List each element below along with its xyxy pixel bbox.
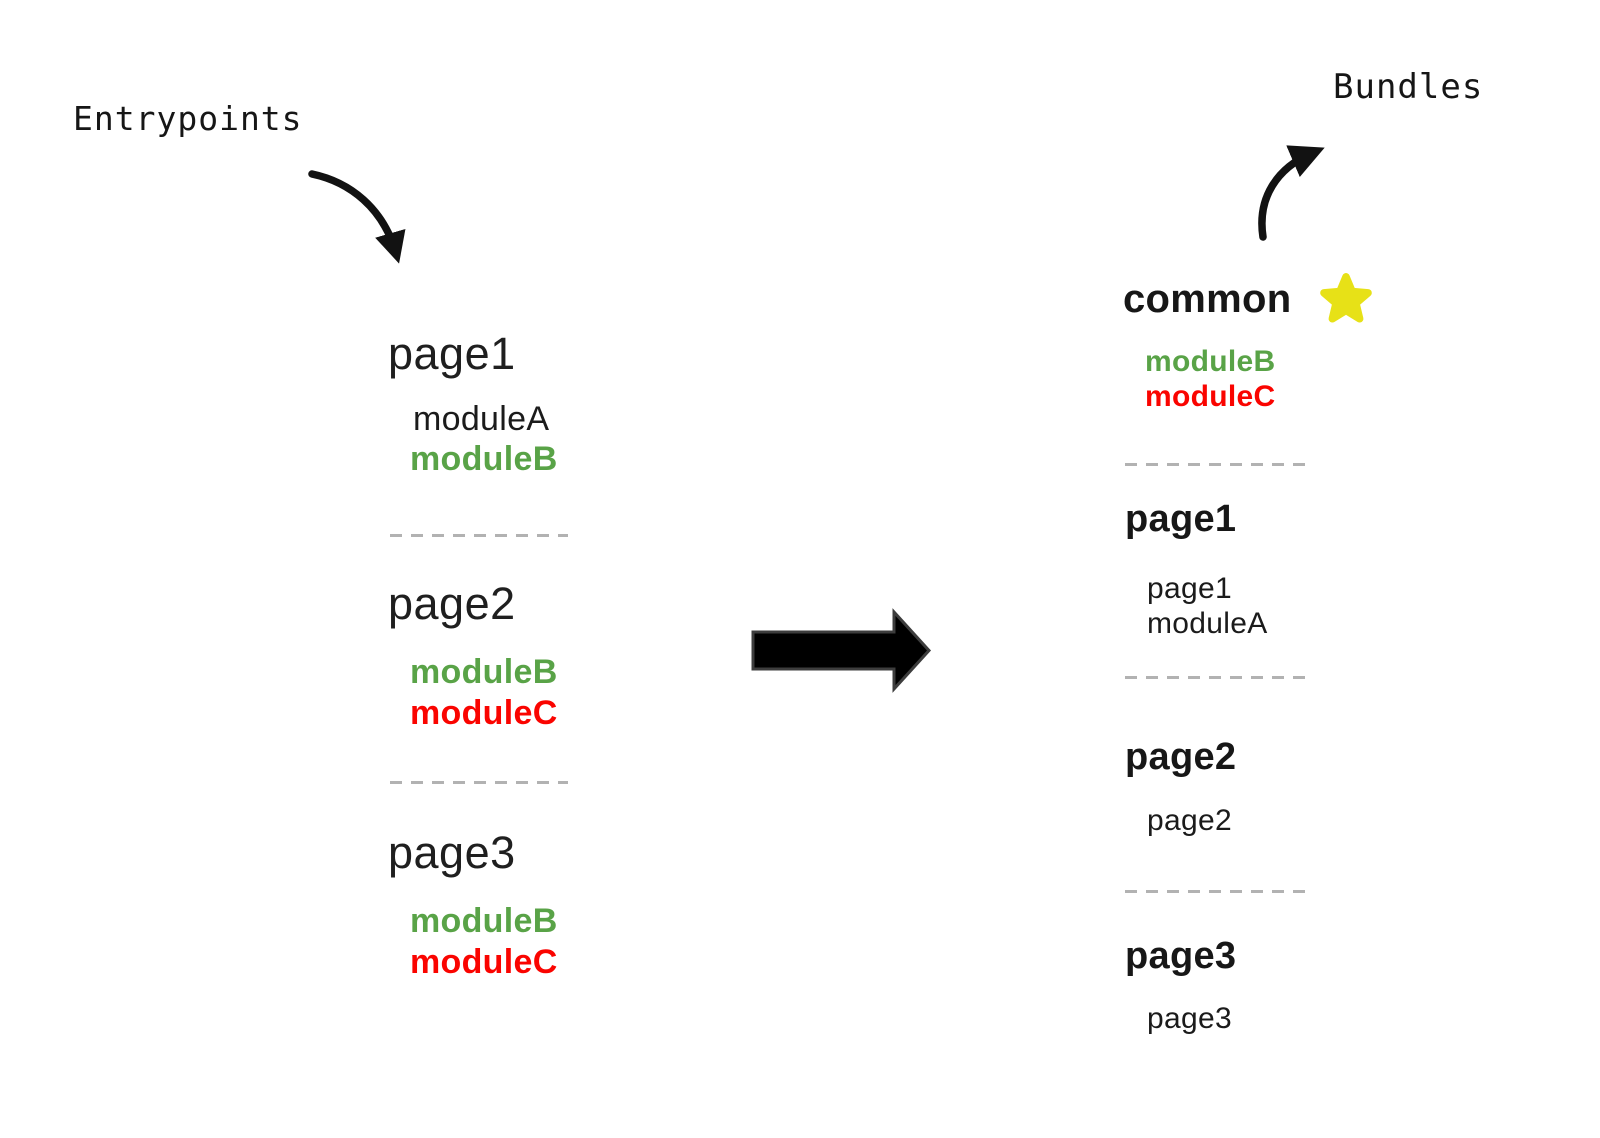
module-label: moduleA	[1147, 607, 1268, 640]
bundles-label: Bundles	[1333, 67, 1484, 107]
module-label: moduleC	[410, 943, 558, 981]
module-label: moduleC	[1145, 380, 1276, 413]
module-label: moduleB	[410, 902, 558, 940]
entrypoints-label: Entrypoints	[73, 99, 303, 138]
module-label: page3	[1147, 1002, 1232, 1035]
module-label: moduleC	[410, 694, 558, 732]
divider	[390, 534, 568, 537]
module-label: page1	[1147, 572, 1232, 605]
module-label: moduleB	[410, 653, 558, 691]
curved-arrow-down-icon	[308, 170, 406, 264]
right-block-arrow-icon	[751, 608, 932, 693]
divider	[1125, 676, 1309, 679]
curved-arrow-up-icon	[1258, 145, 1325, 241]
bundle-title-common: common	[1123, 277, 1292, 321]
module-label: page2	[1147, 804, 1232, 837]
divider	[390, 781, 568, 784]
module-label: moduleB	[1145, 345, 1276, 378]
entrypoint-title-page2: page2	[388, 578, 516, 629]
divider	[1125, 890, 1309, 893]
module-label: moduleA	[413, 400, 550, 438]
bundle-title-page3: page3	[1125, 935, 1237, 977]
bundle-title-page2: page2	[1125, 736, 1237, 778]
bundle-title-page1: page1	[1125, 498, 1237, 540]
divider	[1125, 463, 1309, 466]
star-icon	[1320, 273, 1372, 323]
entrypoint-title-page1: page1	[388, 328, 516, 379]
module-label: moduleB	[410, 440, 558, 478]
entrypoint-title-page3: page3	[388, 827, 516, 878]
